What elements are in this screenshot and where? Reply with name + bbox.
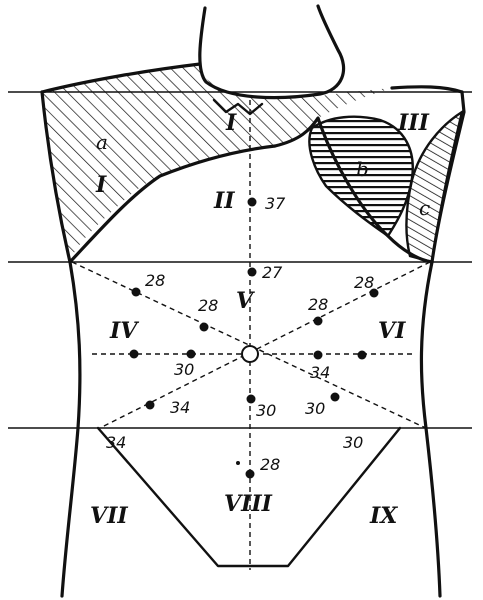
region-label-I-upper: I: [225, 110, 237, 136]
hand-outline: [198, 4, 346, 100]
point-dot-lower-left-34: [145, 400, 155, 410]
region-label-IX: IX: [369, 503, 398, 529]
point-dot-lower-right-30: [330, 392, 340, 402]
point-dot-upper-right-28: [369, 288, 379, 298]
point-dot-inner-right-28: [313, 316, 323, 326]
liver-area-a: [42, 64, 392, 260]
point-dot-bottom-28: [245, 469, 255, 479]
point-label-pelvis-right-30: 30: [343, 433, 363, 452]
rib-margin-curve: [40, 62, 464, 94]
torso-right-edge: [419, 90, 466, 598]
region-label-IV: IV: [109, 318, 139, 344]
finger-nail: [212, 98, 264, 116]
point-dot-37: [247, 197, 257, 207]
area-label-b: b: [356, 157, 369, 181]
point-label-upper-left-28: 28: [145, 271, 165, 290]
area-label-c: c: [419, 196, 430, 220]
point-label-37: 37: [265, 194, 286, 213]
point-dot-far-right: [357, 350, 367, 360]
navel-circle: [241, 345, 259, 363]
radial-dashed-lines: [71, 100, 431, 570]
area-label-a: a: [96, 130, 108, 154]
region-label-V: V: [236, 288, 255, 314]
point-dot-upper-left-28: [131, 287, 141, 297]
costal-arch-right: [273, 116, 434, 264]
point-label-bottom-28: 28: [260, 455, 280, 474]
region-label-VI: VI: [378, 318, 406, 344]
point-dot-bottom-small: [236, 461, 240, 465]
region-label-II: II: [213, 188, 235, 214]
point-dot-27: [247, 267, 257, 277]
point-dot-mid-right-34: [313, 350, 323, 360]
region-label-III: III: [397, 110, 430, 136]
pelvic-outline: [96, 426, 402, 568]
point-label-inner-right-28: 28: [308, 295, 328, 314]
region-label-I: I: [95, 172, 107, 198]
point-dot-lower-center-30: [246, 394, 256, 404]
stomach-area-b: [308, 115, 414, 238]
point-dot-far-left: [129, 349, 139, 359]
point-label-lower-left-34: 34: [170, 398, 190, 417]
costal-arch-left: [68, 144, 277, 264]
point-label-mid-right-34: 34: [310, 363, 330, 382]
point-label-lower-right-30: 30: [305, 399, 325, 418]
point-label-27: 27: [262, 263, 283, 282]
region-label-VII: VII: [90, 503, 128, 529]
point-label-inner-left-28: 28: [198, 296, 218, 315]
point-label-mid-left-30: 30: [174, 360, 194, 379]
region-label-VIII: VIII: [224, 491, 273, 517]
point-dot-mid-left-30: [186, 349, 196, 359]
torso-left-edge: [40, 90, 82, 598]
point-label-upper-right-28: 28: [354, 273, 374, 292]
point-label-lower-center-30: 30: [256, 401, 276, 420]
point-label-pelvis-left-34: 34: [106, 433, 126, 452]
point-dot-inner-left-28: [199, 322, 209, 332]
